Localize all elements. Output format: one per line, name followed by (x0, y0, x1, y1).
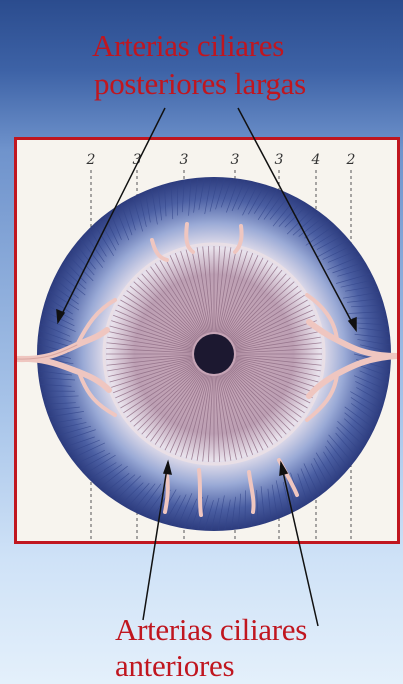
arrowhead-posterior-right (349, 318, 356, 330)
arrowhead-posterior-left (57, 310, 64, 322)
label-posterior-line-1: Arterias ciliares (92, 28, 284, 64)
label-posterior-line-2: posteriores largas (94, 66, 306, 102)
label-anterior-line-2: anteriores (115, 648, 234, 684)
arrow-anterior-right (281, 463, 318, 626)
label-anterior-line-1: Arterias ciliares (115, 612, 307, 648)
arrow-posterior-right (238, 108, 356, 330)
arrowhead-anterior-left (164, 462, 171, 474)
arrow-posterior-left (58, 108, 165, 322)
arrowhead-anterior-right (280, 463, 287, 475)
arrow-anterior-left (143, 462, 168, 620)
